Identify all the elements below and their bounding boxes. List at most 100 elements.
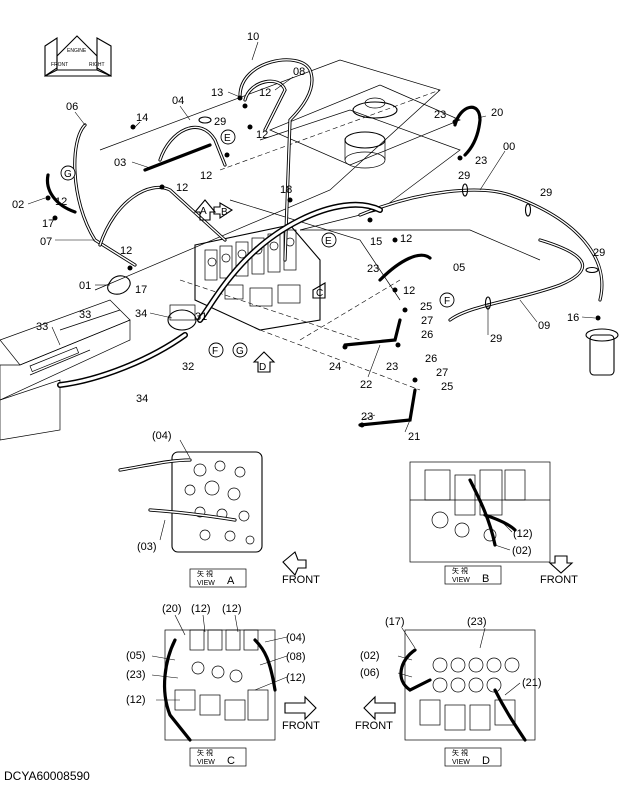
stamp-right: RIGHT bbox=[89, 62, 105, 68]
label-31: 31 bbox=[195, 311, 207, 323]
label-23: 23 bbox=[434, 109, 446, 121]
view-b-cn: 矢 視 bbox=[452, 566, 468, 575]
view-c-view: VIEW bbox=[197, 759, 215, 766]
view-d-letter: D bbox=[482, 755, 490, 767]
label-26: 26 bbox=[421, 329, 433, 341]
view-d-callout-21: (21) bbox=[522, 677, 542, 689]
label-12: 12 bbox=[120, 245, 132, 257]
fittings bbox=[45, 95, 601, 428]
label-23: 23 bbox=[361, 411, 373, 423]
label-02: 02 bbox=[12, 199, 24, 211]
hoses-main bbox=[45, 58, 619, 427]
view-a-callout-04: (04) bbox=[152, 430, 172, 442]
view-b-letter: B bbox=[482, 573, 489, 585]
label-34: 34 bbox=[135, 308, 147, 320]
view-d-cn: 矢 視 bbox=[452, 748, 468, 757]
marker-e2: E bbox=[325, 236, 332, 247]
view-c-callout-05: (05) bbox=[126, 650, 146, 662]
view-d-callout-17: (17) bbox=[385, 616, 405, 628]
label-15: 15 bbox=[370, 236, 382, 248]
label-24: 24 bbox=[329, 361, 341, 373]
view-arrow-a: A bbox=[200, 206, 207, 217]
marker-g1: G bbox=[64, 169, 72, 180]
view-c-callout-12: (12) bbox=[191, 603, 211, 615]
label-12: 12 bbox=[256, 129, 268, 141]
orientation-stamp: ENGINE FRONT RIGHT bbox=[44, 35, 112, 78]
reference-markers: E E G G F F A B C D bbox=[60, 129, 455, 373]
label-00: 00 bbox=[503, 141, 515, 153]
label-23: 23 bbox=[367, 263, 379, 275]
label-06: 06 bbox=[66, 101, 78, 113]
label-20: 20 bbox=[491, 107, 503, 119]
view-c-cn: 矢 視 bbox=[197, 748, 213, 757]
label-04: 04 bbox=[172, 95, 184, 107]
label-21: 21 bbox=[408, 431, 420, 443]
view-c-callout-12: (12) bbox=[222, 603, 242, 615]
label-25: 25 bbox=[441, 381, 453, 393]
label-12: 12 bbox=[176, 182, 188, 194]
label-29: 29 bbox=[458, 170, 470, 182]
view-d-view: VIEW bbox=[452, 759, 470, 766]
stamp-engine: ENGINE bbox=[67, 48, 87, 54]
label-10: 10 bbox=[247, 31, 259, 43]
part-labels: 10 08 13 12 06 04 14 29 12 23 20 00 03 1… bbox=[12, 31, 605, 443]
label-12: 12 bbox=[55, 196, 67, 208]
label-22: 22 bbox=[360, 379, 372, 391]
label-29: 29 bbox=[593, 247, 605, 259]
marker-g2: G bbox=[236, 346, 244, 357]
label-32: 32 bbox=[182, 361, 194, 373]
view-c: (20) (12) (12) (04) (05) (08) (23) (12) … bbox=[126, 603, 320, 767]
view-a-cn: 矢 視 bbox=[197, 569, 213, 578]
label-27: 27 bbox=[436, 367, 448, 379]
label-33: 33 bbox=[79, 309, 91, 321]
label-12: 12 bbox=[259, 87, 271, 99]
view-arrow-d: D bbox=[259, 362, 266, 373]
view-a-letter: A bbox=[227, 575, 235, 587]
view-b-view: VIEW bbox=[452, 577, 470, 584]
label-17: 17 bbox=[42, 218, 54, 230]
view-arrow-b: B bbox=[221, 207, 228, 218]
stamp-front: FRONT bbox=[51, 62, 68, 68]
view-b: (12) (02) 矢 視 VIEW B FRONT bbox=[409, 461, 578, 586]
view-c-callout-20: (20) bbox=[162, 603, 182, 615]
label-25: 25 bbox=[420, 301, 432, 313]
view-a-view: VIEW bbox=[197, 580, 215, 587]
label-29: 29 bbox=[214, 116, 226, 128]
view-d: (17) (23) (02) (06) (21) 矢 視 VIEW D FRON… bbox=[355, 616, 542, 767]
label-23: 23 bbox=[386, 361, 398, 373]
view-c-letter: C bbox=[227, 755, 235, 767]
label-29: 29 bbox=[490, 333, 502, 345]
view-c-callout-12: (12) bbox=[286, 672, 306, 684]
label-17: 17 bbox=[135, 284, 147, 296]
label-23: 23 bbox=[475, 155, 487, 167]
label-18: 18 bbox=[280, 184, 292, 196]
label-12: 12 bbox=[403, 285, 415, 297]
view-c-callout-04: (04) bbox=[286, 632, 306, 644]
label-16: 16 bbox=[567, 312, 579, 324]
label-01: 01 bbox=[79, 280, 91, 292]
marker-f1: F bbox=[212, 346, 218, 357]
label-33: 33 bbox=[36, 321, 48, 333]
frame-structure bbox=[0, 59, 541, 441]
view-d-callout-23: (23) bbox=[467, 616, 487, 628]
label-09: 09 bbox=[538, 320, 550, 332]
clamps-29 bbox=[198, 116, 599, 310]
view-c-callout-08: (08) bbox=[286, 651, 306, 663]
label-08: 08 bbox=[293, 66, 305, 78]
view-b-callout-12: (12) bbox=[513, 528, 533, 540]
marker-e1: E bbox=[224, 133, 231, 144]
label-27: 27 bbox=[421, 315, 433, 327]
view-d-callout-02: (02) bbox=[360, 650, 380, 662]
control-valve bbox=[194, 224, 321, 331]
marker-f2: F bbox=[444, 296, 450, 307]
label-34: 34 bbox=[136, 393, 148, 405]
label-12: 12 bbox=[200, 170, 212, 182]
label-07: 07 bbox=[40, 236, 52, 248]
document-id: DCYA60008590 bbox=[4, 769, 90, 783]
view-b-callout-02: (02) bbox=[512, 545, 532, 557]
label-05: 05 bbox=[453, 262, 465, 274]
label-29: 29 bbox=[540, 187, 552, 199]
leader-lines bbox=[27, 41, 596, 433]
view-a: (04) (03) 矢 視 VIEW A FRONT bbox=[118, 430, 320, 588]
